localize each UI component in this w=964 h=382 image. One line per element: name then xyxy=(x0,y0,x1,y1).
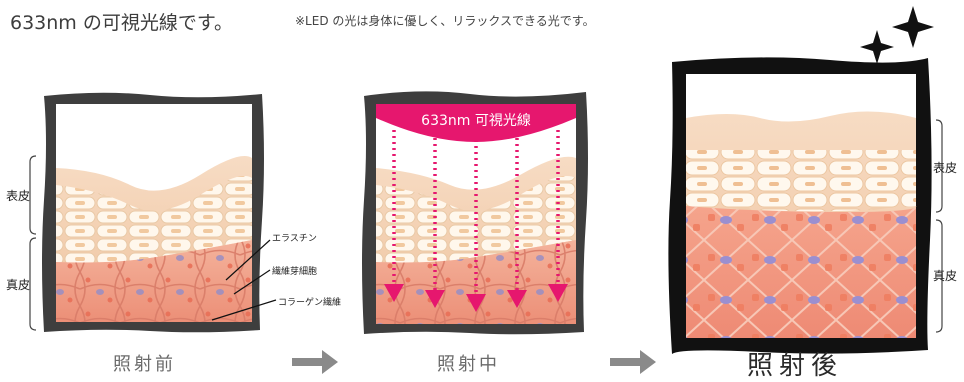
label-epidermis-left: 表皮 xyxy=(6,189,31,203)
sparkle-icon xyxy=(860,6,934,64)
callout-fibroblast: 繊維芽細胞 xyxy=(272,267,318,277)
light-banner xyxy=(376,104,576,142)
caption-before: 照射前 xyxy=(113,354,176,375)
arrow-right-icon xyxy=(292,350,338,374)
banner-label: 633nm 可視光線 xyxy=(421,113,531,129)
panel-before xyxy=(42,92,264,333)
panel-during xyxy=(362,91,588,335)
caption-during: 照射中 xyxy=(437,354,500,375)
callout-lines xyxy=(211,239,277,321)
bracket-right xyxy=(935,119,943,333)
callout-elastin: エラスチン xyxy=(272,234,317,244)
light-beams xyxy=(384,130,568,312)
bracket-left xyxy=(29,155,37,331)
panel-after xyxy=(668,57,932,355)
label-dermis-right: 真皮 xyxy=(933,269,958,283)
headline: 633nm の可視光線です。 xyxy=(10,12,233,34)
label-dermis-left: 真皮 xyxy=(6,278,31,292)
note: ※LED の光は身体に優しく、リラックスできる光です。 xyxy=(295,14,595,28)
label-epidermis-right: 表皮 xyxy=(933,161,958,175)
arrow-right-icon xyxy=(610,350,656,374)
caption-after: 照射後 xyxy=(747,351,844,381)
callout-collagen: コラーゲン繊維 xyxy=(278,298,342,308)
